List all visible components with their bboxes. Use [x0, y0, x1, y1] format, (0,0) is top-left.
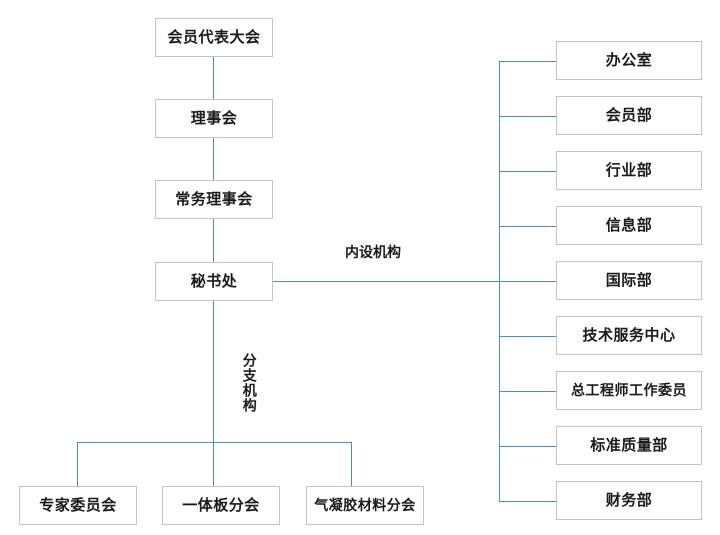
node-integrated-board-branch[interactable]: 一体板分会 [162, 486, 280, 525]
node-expert-committee-label: 专家委员会 [39, 496, 117, 514]
node-membership[interactable]: 会员部 [556, 96, 702, 135]
connector-stub-integrated-board-branch [213, 442, 214, 486]
connector-stub-membership [499, 116, 556, 117]
connector-secretariat-to-internal-trunk [273, 281, 500, 282]
connector-secretariat-to-branch-bus [213, 301, 214, 442]
node-integrated-board-branch-label: 一体板分会 [182, 496, 260, 514]
connector-council-to-standing-council [213, 138, 214, 180]
node-international[interactable]: 国际部 [556, 261, 702, 300]
connector-assembly-to-council [213, 57, 214, 99]
connector-stub-office [499, 61, 556, 62]
node-industry[interactable]: 行业部 [556, 151, 702, 190]
node-assembly-label: 会员代表大会 [167, 28, 261, 46]
node-tech-service-center[interactable]: 技术服务中心 [556, 316, 702, 355]
node-chief-engineer-committee-label: 总工程师工作委员 [571, 382, 687, 399]
node-council[interactable]: 理事会 [155, 99, 273, 138]
node-secretariat[interactable]: 秘书处 [155, 262, 273, 301]
node-industry-label: 行业部 [605, 161, 653, 179]
connector-stub-international [499, 281, 556, 282]
connector-stub-industry [499, 171, 556, 172]
node-council-label: 理事会 [190, 109, 238, 127]
node-finance[interactable]: 财务部 [556, 481, 702, 520]
node-information[interactable]: 信息部 [556, 206, 702, 245]
node-membership-label: 会员部 [605, 106, 653, 124]
node-standards-quality[interactable]: 标准质量部 [556, 426, 702, 465]
connector-stub-information [499, 226, 556, 227]
connector-stub-expert-committee [77, 442, 78, 486]
connector-branch-bus [77, 442, 351, 443]
connector-stub-tech-service-center [499, 336, 556, 337]
node-tech-service-center-label: 技术服务中心 [582, 326, 676, 344]
node-chief-engineer-committee[interactable]: 总工程师工作委员 [556, 371, 702, 410]
internal-departments-label: 内设机构 [345, 245, 401, 261]
node-standing-council[interactable]: 常务理事会 [155, 180, 273, 219]
connector-stub-finance [499, 501, 556, 502]
node-information-label: 信息部 [605, 216, 653, 234]
node-office[interactable]: 办公室 [556, 41, 702, 80]
connector-stub-chief-engineer-committee [499, 391, 556, 392]
connector-stub-standards-quality [499, 446, 556, 447]
node-office-label: 办公室 [605, 51, 653, 69]
connector-standing-council-to-secretariat [213, 219, 214, 262]
node-standards-quality-label: 标准质量部 [590, 436, 668, 454]
node-secretariat-label: 秘书处 [190, 272, 238, 290]
node-standing-council-label: 常务理事会 [175, 190, 253, 208]
node-international-label: 国际部 [605, 271, 653, 289]
node-assembly[interactable]: 会员代表大会 [155, 18, 273, 57]
branch-organizations-label: 分支机构 [240, 352, 257, 414]
node-aerogel-material-branch-label: 气凝胶材料分会 [314, 497, 416, 514]
connector-stub-aerogel-material-branch [351, 442, 352, 486]
node-expert-committee[interactable]: 专家委员会 [19, 486, 137, 525]
node-finance-label: 财务部 [605, 491, 653, 509]
node-aerogel-material-branch[interactable]: 气凝胶材料分会 [306, 486, 424, 525]
